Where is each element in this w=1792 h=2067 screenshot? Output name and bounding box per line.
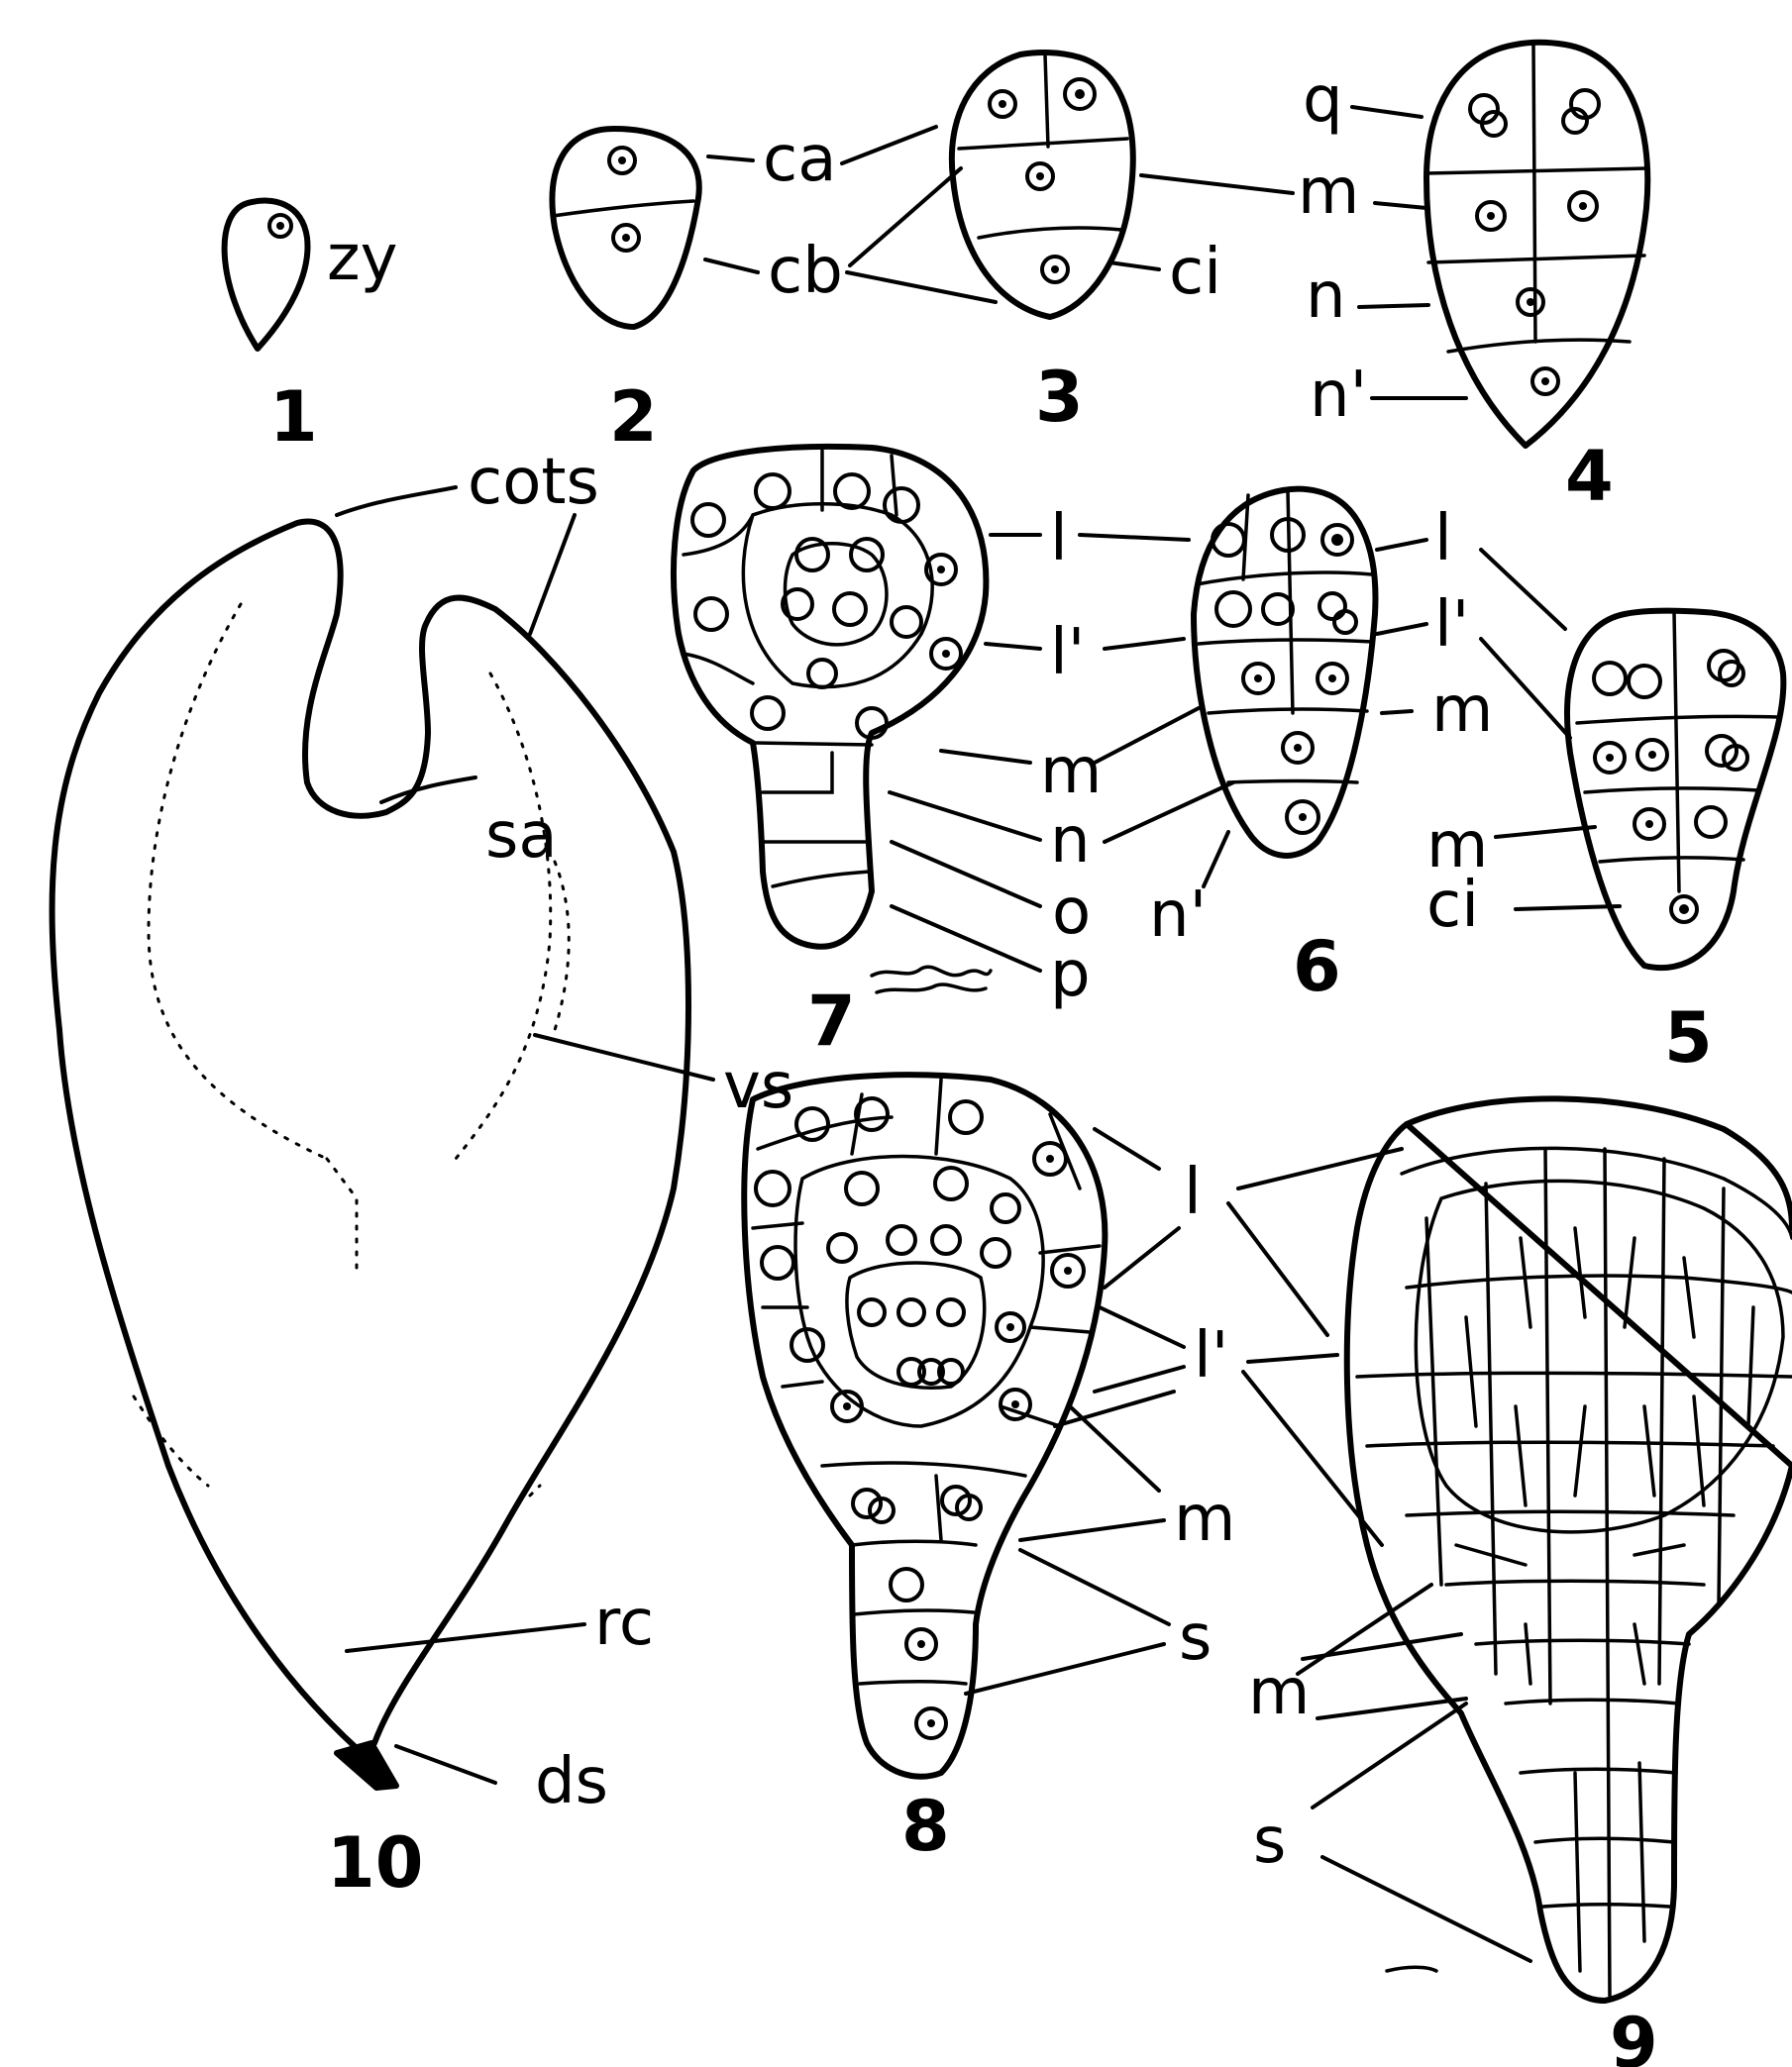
fig6-embryo: l l' m n' 6 bbox=[1149, 489, 1570, 1007]
label-zy: zy bbox=[327, 222, 397, 295]
label-s-fig9: s bbox=[1253, 1805, 1286, 1878]
label-l-prime-fig8: l' bbox=[1194, 1319, 1228, 1393]
label-ds: ds bbox=[535, 1745, 608, 1818]
label-cb: cb bbox=[768, 235, 843, 308]
fig-number-8: 8 bbox=[901, 1786, 950, 1867]
label-m-fig6: m bbox=[1431, 673, 1493, 747]
label-l-prime-fig7: l' bbox=[1050, 616, 1085, 689]
fig2-two-celled: ca cb 2 bbox=[553, 123, 997, 458]
label-s-fig8: s bbox=[1179, 1602, 1212, 1675]
fig7-embryo: l l' m n o p 7 bbox=[674, 447, 1233, 1062]
label-ci-fig5: ci bbox=[1426, 869, 1479, 942]
fig3-embryo: ci 3 bbox=[952, 52, 1221, 438]
fig-number-9: 9 bbox=[1610, 2003, 1658, 2067]
label-p: p bbox=[1050, 938, 1091, 1011]
label-l-fig8: l bbox=[1184, 1156, 1202, 1229]
label-m-fig4: m bbox=[1298, 155, 1359, 229]
artist-signature bbox=[872, 967, 991, 992]
label-n-prime-fig6: n' bbox=[1149, 878, 1207, 952]
fig-number-3: 3 bbox=[1035, 357, 1084, 438]
fig9-embryo: m s 9 bbox=[1248, 1098, 1792, 2067]
fig-number-5: 5 bbox=[1664, 997, 1713, 1079]
label-q: q bbox=[1303, 63, 1343, 137]
fig-number-4: 4 bbox=[1565, 436, 1614, 517]
fig-number-7: 7 bbox=[807, 981, 856, 1062]
fig1-zygote: zy 1 bbox=[225, 201, 398, 458]
label-ci-fig3: ci bbox=[1169, 236, 1221, 309]
label-l-fig6: l bbox=[1434, 502, 1452, 575]
fig10-mature-embryo: cots sa vs rc ds 10 bbox=[53, 446, 794, 1904]
fig-number-2: 2 bbox=[609, 376, 658, 458]
label-m-fig7: m bbox=[1040, 735, 1102, 808]
label-n-prime-fig4: n' bbox=[1310, 359, 1367, 432]
fig-number-6: 6 bbox=[1293, 926, 1341, 1007]
label-l-prime-fig6: l' bbox=[1434, 588, 1469, 662]
label-sa: sa bbox=[485, 799, 558, 873]
fig-number-10: 10 bbox=[327, 1822, 423, 1904]
label-rc: rc bbox=[594, 1587, 654, 1660]
label-n-fig4: n bbox=[1306, 259, 1346, 333]
label-ca: ca bbox=[763, 123, 836, 196]
label-m-fig8: m bbox=[1174, 1483, 1235, 1556]
label-n-fig7: n bbox=[1050, 804, 1091, 878]
fig-number-1: 1 bbox=[269, 376, 318, 458]
label-m-fig9: m bbox=[1248, 1656, 1310, 1729]
label-l-fig7: l bbox=[1050, 502, 1068, 575]
label-cots: cots bbox=[468, 446, 599, 519]
fig8-embryo: l l' m s 8 bbox=[744, 1075, 1402, 1867]
